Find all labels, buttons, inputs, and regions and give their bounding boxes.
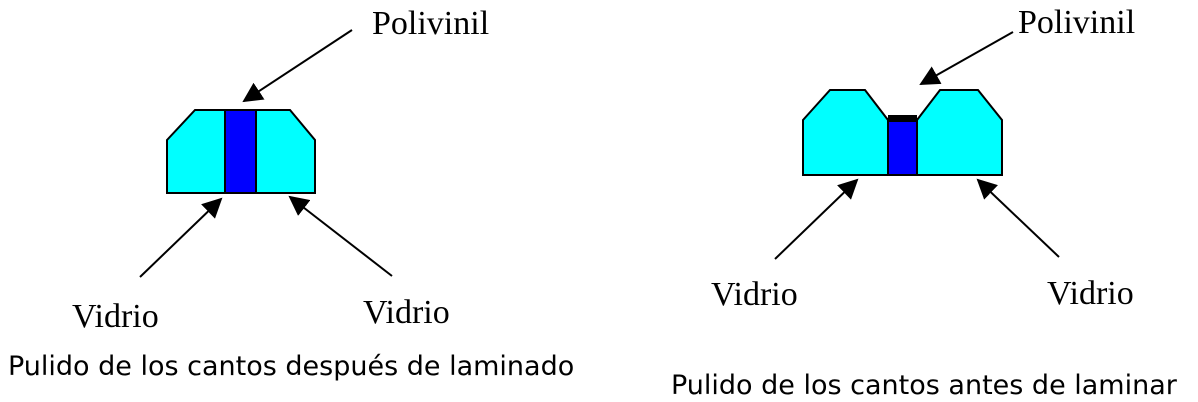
right-figure-glass-left-label: Vidrio xyxy=(711,276,798,313)
right-figure-polyvinyl-layer xyxy=(887,118,918,176)
left-figure: Polivinil Vidrio Vidrio Pulido de los ca… xyxy=(8,5,574,382)
right-figure-glass-left-arrow xyxy=(774,178,859,260)
right-figure-glass-left xyxy=(802,89,889,176)
right-figure-glass-right xyxy=(916,89,1003,176)
left-figure-caption: Pulido de los cantos después de laminado xyxy=(8,351,574,382)
right-figure-caption: Pulido de los cantos antes de laminar xyxy=(671,370,1178,401)
left-figure-glass-right xyxy=(255,109,316,194)
right-figure-polyvinyl-arrow xyxy=(919,31,1014,85)
left-figure-polyvinyl-label: Polivinil xyxy=(372,5,489,42)
left-figure-polyvinyl-arrow xyxy=(242,29,353,103)
right-figure-glass-right-arrow xyxy=(976,178,1060,258)
left-figure-glass-right-label: Vidrio xyxy=(363,294,450,331)
left-figure-glass-left xyxy=(166,109,226,194)
right-figure-glass-right-label: Vidrio xyxy=(1047,275,1134,312)
right-figure: Polivinil Vidrio Vidrio Pulido de los ca… xyxy=(671,4,1178,401)
left-figure-glass-left-arrow xyxy=(139,197,223,278)
left-figure-glass-right-arrow xyxy=(288,195,393,277)
left-figure-glass-left-label: Vidrio xyxy=(72,298,159,335)
left-figure-polyvinyl-layer xyxy=(224,109,257,194)
right-figure-polyvinyl-top-strip xyxy=(888,115,917,122)
right-figure-polyvinyl-label: Polivinil xyxy=(1018,4,1135,41)
